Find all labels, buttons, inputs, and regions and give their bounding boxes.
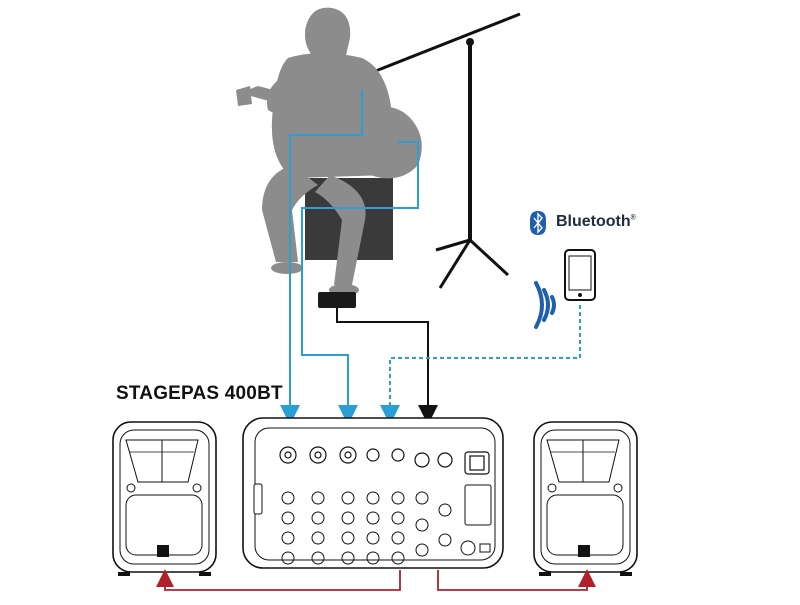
product-title: STAGEPAS 400BT: [116, 383, 283, 404]
footswitch: [318, 292, 356, 308]
smartphone-icon: [564, 249, 596, 301]
guitar-cable: [301, 141, 419, 425]
bluetooth-label-text: Bluetooth: [556, 213, 631, 230]
speaker-cable-right: [437, 569, 596, 591]
speaker-cable-left: [156, 569, 401, 591]
bluetooth-label: Bluetooth®: [556, 213, 636, 231]
bluetooth-icon: [530, 211, 546, 235]
wireless-signal-icon: [534, 281, 556, 329]
mixer-unit: [242, 417, 504, 569]
performer-with-guitar: [236, 7, 422, 296]
speaker-right: [533, 421, 638, 576]
bluetooth-trademark: ®: [630, 214, 636, 222]
footswitch-cable: [336, 308, 438, 425]
speaker-left: [112, 421, 217, 576]
vocal-cable: [280, 90, 363, 425]
bluetooth-link: [380, 305, 581, 425]
